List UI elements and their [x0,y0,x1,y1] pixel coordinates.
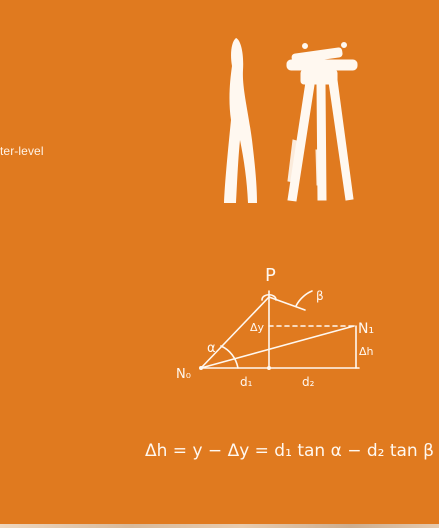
label-delta-y: Δy [250,321,265,334]
geometry-diagram [199,290,360,370]
beta-arc [295,290,313,307]
label-d1: d₁ [240,375,253,389]
label-n1: N₁ [358,321,374,337]
leveling-rod-icon [224,38,257,203]
label-delta-h: Δh [359,345,374,358]
hypotenuse-line [200,325,355,369]
alpha-arc [220,345,239,369]
bottom-strip [0,524,439,528]
label-n0: N₀ [176,367,191,382]
rotation-arrow [261,293,277,301]
formula-text: Δh = y − Δy = d₁ tan α − d₂ tan β [145,441,434,461]
beta-ray [268,296,306,311]
sight-line-p [200,296,270,369]
label-alpha: α [207,341,216,356]
side-caption: ter-level [0,144,44,158]
label-d2: d₂ [302,375,315,389]
label-p: P [265,265,276,286]
tripod-level-icon [286,42,358,202]
label-beta: β [316,289,324,303]
